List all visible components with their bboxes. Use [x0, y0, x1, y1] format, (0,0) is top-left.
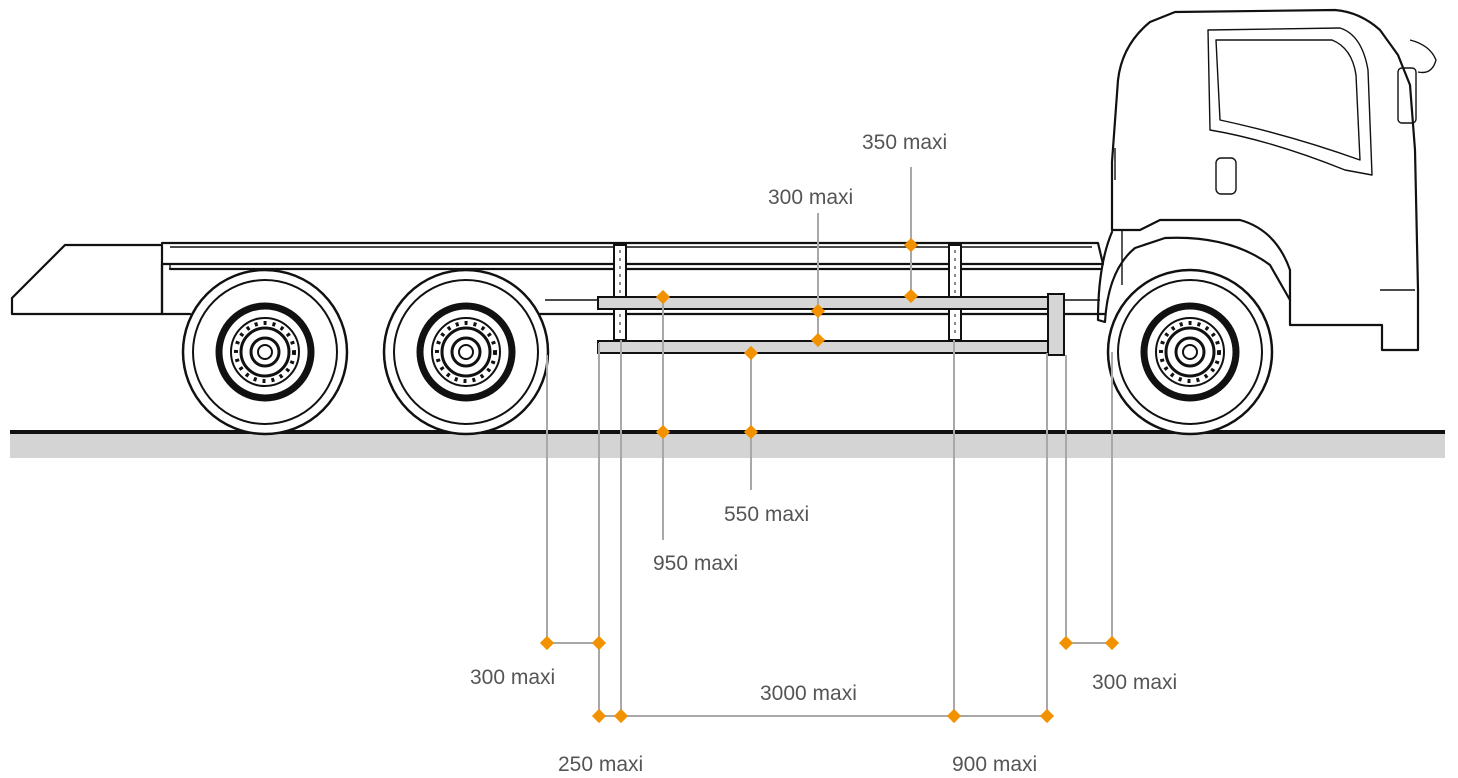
diamond-marker	[539, 635, 555, 651]
label-300-maxi-left: 300 maxi	[470, 666, 555, 689]
dimension-lines	[546, 167, 1113, 717]
diamond-marker	[743, 424, 759, 440]
diamond-marker	[1104, 635, 1120, 651]
label-350-maxi: 350 maxi	[862, 131, 947, 154]
label-900-maxi: 900 maxi	[952, 753, 1037, 776]
rear-wheel-2	[382, 268, 550, 436]
diamond-marker	[1058, 635, 1074, 651]
diamond-marker	[1039, 708, 1055, 724]
label-250-maxi: 250 maxi	[558, 753, 643, 776]
diamond-marker	[743, 345, 759, 361]
diamond-marker	[946, 708, 962, 724]
dimension-labels: 350 maxi 300 maxi 550 maxi 950 maxi 300 …	[470, 131, 1177, 776]
label-550-maxi: 550 maxi	[724, 503, 809, 526]
label-300-maxi-right: 300 maxi	[1092, 671, 1177, 694]
label-3000-maxi: 3000 maxi	[760, 682, 857, 705]
diamond-marker	[591, 635, 607, 651]
label-950-maxi: 950 maxi	[653, 552, 738, 575]
side-storage-box	[597, 293, 1065, 356]
label-300-maxi-top: 300 maxi	[768, 186, 853, 209]
front-wheel	[1106, 268, 1274, 436]
diamond-marker	[613, 708, 629, 724]
truck-side-view-drawing	[10, 8, 1437, 436]
diamond-marker	[810, 303, 826, 319]
diamond-marker	[655, 289, 671, 305]
dimension-markers	[539, 237, 1120, 724]
diamond-marker	[903, 237, 919, 253]
diamond-marker	[903, 288, 919, 304]
diamond-marker	[591, 708, 607, 724]
rear-wheel-1	[181, 268, 349, 436]
cab	[1096, 8, 1437, 352]
diamond-marker	[655, 424, 671, 440]
ground	[10, 430, 1445, 458]
diamond-marker	[810, 332, 826, 348]
